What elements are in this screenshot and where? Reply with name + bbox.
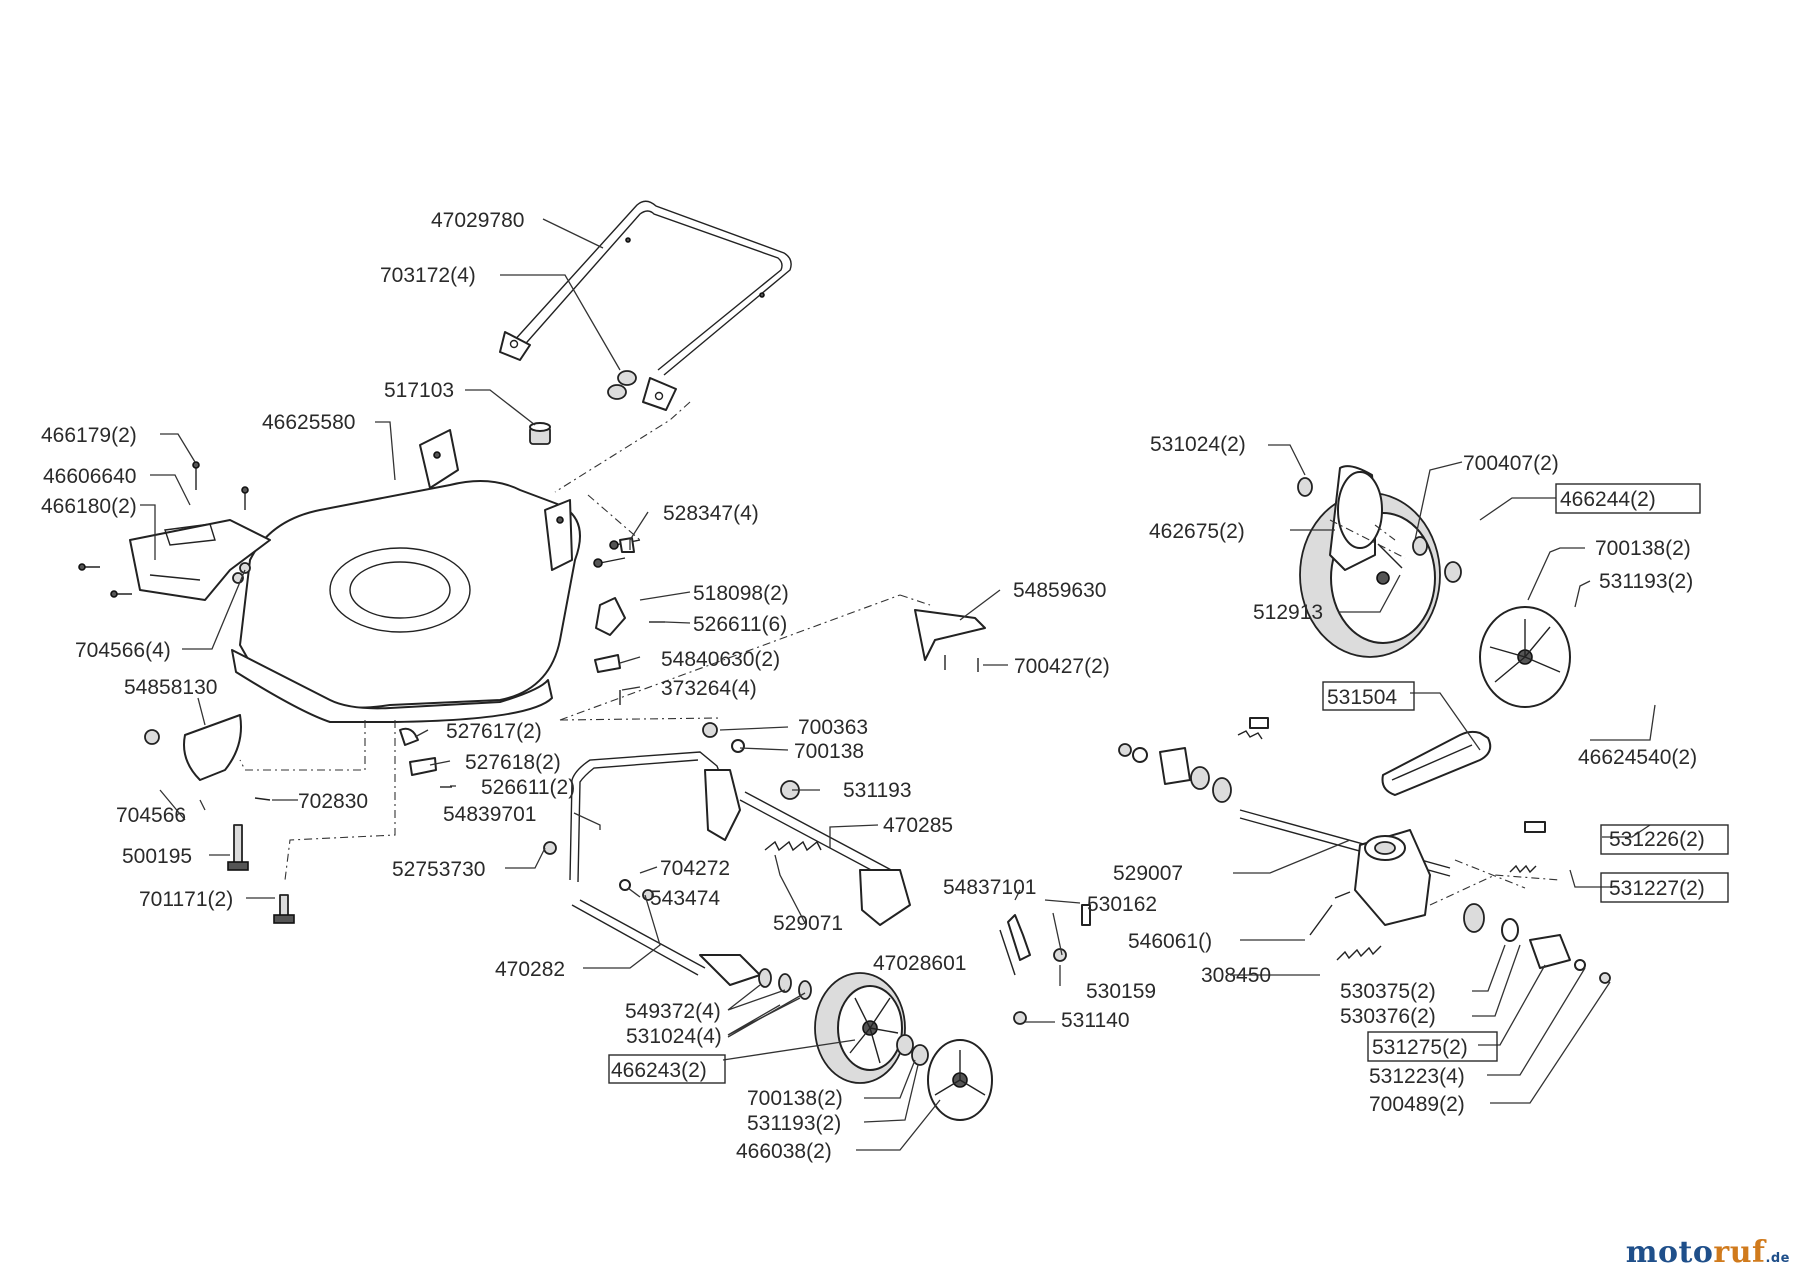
part-label: 466243(2) bbox=[611, 1059, 707, 1082]
part-label: 543474 bbox=[650, 887, 720, 910]
part-label: 517103 bbox=[384, 379, 454, 402]
part-label: 531275(2) bbox=[1372, 1036, 1468, 1059]
axle-hardware-drawing bbox=[543, 722, 812, 1000]
bolts-500195-701171-drawing bbox=[227, 824, 295, 924]
part-label: 703172(4) bbox=[380, 264, 476, 287]
part-label: 704272 bbox=[660, 857, 730, 880]
logo-suffix: .de bbox=[1765, 1251, 1790, 1266]
height-lever-54837101-drawing bbox=[999, 904, 1091, 1025]
part-label: 700138 bbox=[794, 740, 864, 763]
part-label: 466038(2) bbox=[736, 1140, 832, 1163]
part-label: 518098(2) bbox=[693, 582, 789, 605]
axle-bracket-518098-drawing bbox=[594, 597, 665, 705]
part-label: 531140 bbox=[1061, 1009, 1130, 1032]
rear-axle-gearbox-drawing bbox=[1118, 717, 1611, 984]
part-label: 531024(4) bbox=[626, 1025, 722, 1048]
part-label: 54840630(2) bbox=[661, 648, 780, 671]
upper-handle-drawing bbox=[499, 200, 792, 411]
part-label: 531504 bbox=[1327, 686, 1397, 709]
part-label: 702830 bbox=[298, 790, 368, 813]
part-label: 700489(2) bbox=[1369, 1093, 1465, 1116]
small-screws-drawing bbox=[78, 461, 641, 598]
part-label: 531193(2) bbox=[1599, 570, 1693, 593]
spring-529071-drawing bbox=[764, 840, 822, 852]
part-label: 528347(4) bbox=[663, 502, 759, 525]
part-label: 46606640 bbox=[43, 465, 136, 488]
part-label: 54858130 bbox=[124, 676, 217, 699]
part-label: 52753730 bbox=[392, 858, 485, 881]
part-label: 530162 bbox=[1087, 893, 1157, 916]
clips-527617-drawing bbox=[399, 727, 452, 788]
part-label: 531193(2) bbox=[747, 1112, 841, 1135]
part-label: 531223(4) bbox=[1369, 1065, 1465, 1088]
rear-deflector-46606640-drawing bbox=[129, 519, 271, 601]
part-label: 47029780 bbox=[431, 209, 524, 232]
part-label: 512913 bbox=[1253, 601, 1323, 624]
part-label: 308450 bbox=[1201, 964, 1271, 987]
nut-703172-drawing bbox=[607, 370, 637, 400]
part-label: 373264(4) bbox=[661, 677, 757, 700]
leader-lines bbox=[140, 218, 1656, 1151]
part-label: 466179(2) bbox=[41, 424, 137, 447]
part-label: 531227(2) bbox=[1609, 877, 1705, 900]
bushing-517103-drawing bbox=[529, 422, 551, 445]
logo-text-part2: ruf bbox=[1713, 1235, 1766, 1270]
part-label: 531226(2) bbox=[1609, 828, 1705, 851]
part-label: 549372(4) bbox=[625, 1000, 721, 1023]
part-label: 546061() bbox=[1128, 930, 1212, 953]
part-label: 466180(2) bbox=[41, 495, 137, 518]
part-label: 529071 bbox=[773, 912, 843, 935]
motoruf-logo: motoruf.de bbox=[1626, 1235, 1790, 1270]
assembly-lines bbox=[239, 401, 1561, 906]
part-label: 704566 bbox=[116, 804, 186, 827]
part-label: 527617(2) bbox=[446, 720, 542, 743]
part-label: 54837101 bbox=[943, 876, 1036, 899]
part-label: 701171(2) bbox=[139, 888, 233, 911]
belt-531504-drawing bbox=[1381, 730, 1492, 796]
part-label: 470285 bbox=[883, 814, 953, 837]
part-label: 700138(2) bbox=[747, 1087, 843, 1110]
part-label: 530375(2) bbox=[1340, 980, 1436, 1003]
part-label: 46625580 bbox=[262, 411, 355, 434]
part-label: 470282 bbox=[495, 958, 565, 981]
part-label: 466244(2) bbox=[1560, 488, 1656, 511]
part-label: 54859630 bbox=[1013, 579, 1106, 602]
part-label: 527618(2) bbox=[465, 751, 561, 774]
part-label: 530376(2) bbox=[1340, 1005, 1436, 1028]
part-label: 704566(4) bbox=[75, 639, 171, 662]
rear-wheel-466244-drawing bbox=[1297, 465, 1462, 658]
part-label: 47028601 bbox=[873, 952, 966, 975]
part-label: 531193 bbox=[843, 779, 912, 802]
part-label: 462675(2) bbox=[1149, 520, 1245, 543]
front-wheel-466243-drawing bbox=[814, 972, 993, 1121]
part-label: 700427(2) bbox=[1014, 655, 1110, 678]
part-label: 54839701 bbox=[443, 803, 536, 826]
mower-deck-drawing bbox=[231, 429, 581, 723]
part-label: 700138(2) bbox=[1595, 537, 1691, 560]
part-label: 700407(2) bbox=[1463, 452, 1559, 475]
hubcap-46624540-drawing bbox=[1479, 606, 1571, 708]
part-label: 530159 bbox=[1086, 980, 1156, 1003]
logo-text-part1: moto bbox=[1625, 1235, 1714, 1270]
plate-54859630-drawing bbox=[914, 609, 986, 672]
side-flap-54858130-drawing bbox=[144, 714, 271, 801]
lower-handle-frame-drawing bbox=[569, 751, 911, 986]
part-label: 526611(6) bbox=[693, 613, 787, 636]
part-label: 500195 bbox=[122, 845, 192, 868]
part-label: 700363 bbox=[798, 716, 868, 739]
part-label: 46624540(2) bbox=[1578, 746, 1697, 769]
part-label: 529007 bbox=[1113, 862, 1183, 885]
label-boxes bbox=[608, 483, 1729, 1084]
part-labels: 47029780 703172(4) 517103 466179(2) 4662… bbox=[41, 209, 1705, 1163]
part-label: 531024(2) bbox=[1150, 433, 1246, 456]
part-label: 526611(2) bbox=[481, 776, 575, 799]
